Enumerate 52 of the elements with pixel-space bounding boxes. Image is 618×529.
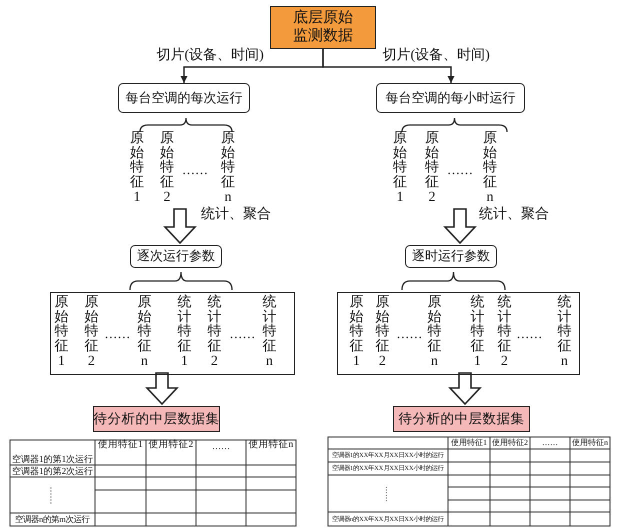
hollow-arrow xyxy=(145,372,179,406)
column-header: 使用特征n xyxy=(572,439,608,447)
feature-label: 统计特征2 xyxy=(206,296,222,370)
feature-label: 原始特征2 xyxy=(159,132,175,206)
row-label: …… xyxy=(384,486,392,502)
ellipsis: …… xyxy=(228,326,256,340)
column-header: 使用特征n xyxy=(248,441,294,450)
edge-label: 切片(设备、时间) xyxy=(156,49,265,63)
ellipsis: …… xyxy=(181,163,209,176)
feature-label: 统计特征2 xyxy=(496,296,512,370)
column-header: 使用特征1 xyxy=(98,441,143,450)
feature-label: 原始特征1 xyxy=(348,296,364,370)
arrow xyxy=(322,49,454,83)
column-header: 使用特征2 xyxy=(148,441,194,450)
column-header: …… xyxy=(542,439,558,447)
dataset-box: 待分析的中层数据集 xyxy=(393,406,530,432)
feature-label: 原始特征2 xyxy=(83,296,100,370)
feature-label: 原始特征n xyxy=(426,296,442,370)
feature-label: 原始特征n xyxy=(220,132,236,206)
feature-label: 原始特征1 xyxy=(53,296,70,370)
source-box: 底层原始监测数据 xyxy=(270,6,376,49)
process-box: 每台空调的每小时运行 xyxy=(376,83,525,113)
feature-label: 原始特征n xyxy=(136,296,152,370)
feature-box xyxy=(50,292,295,375)
hollow-arrow xyxy=(443,208,477,244)
feature-label: 原始特征2 xyxy=(374,296,390,370)
parameter-box: 逐时运行参数 xyxy=(405,245,497,268)
feature-label: 统计特征n xyxy=(261,296,278,370)
row-label: 空调器1的第2次运行 xyxy=(12,467,94,476)
ellipsis: …… xyxy=(395,326,424,340)
edge-label: 统计、聚合 xyxy=(478,208,550,222)
ellipsis: …… xyxy=(515,326,544,340)
ellipsis: …… xyxy=(103,326,132,340)
row-label: …… xyxy=(48,486,57,504)
hollow-arrow xyxy=(448,372,482,406)
process-box: 每台空调的每次运行 xyxy=(118,83,250,113)
feature-label: 统计特征1 xyxy=(176,296,192,370)
column-header: …… xyxy=(212,442,230,450)
ellipsis: …… xyxy=(446,163,474,176)
feature-label: 原始特征1 xyxy=(129,132,145,206)
edge-label: 统计、聚合 xyxy=(200,208,272,222)
row-label: 空调器1的第1次运行 xyxy=(12,454,94,464)
feature-label: 原始特征1 xyxy=(392,132,408,206)
hollow-arrow xyxy=(163,208,197,244)
feature-label: 统计特征1 xyxy=(469,296,486,370)
feature-box xyxy=(337,292,580,375)
parameter-box: 逐次运行参数 xyxy=(130,245,222,268)
feature-label: 原始特征2 xyxy=(424,132,440,206)
row-label: 空调器n的第m次运行 xyxy=(15,516,90,524)
feature-label: 原始特征n xyxy=(482,132,498,206)
feature-label: 统计特征n xyxy=(556,296,572,370)
edge-label: 切片(设备、时间) xyxy=(382,49,491,63)
